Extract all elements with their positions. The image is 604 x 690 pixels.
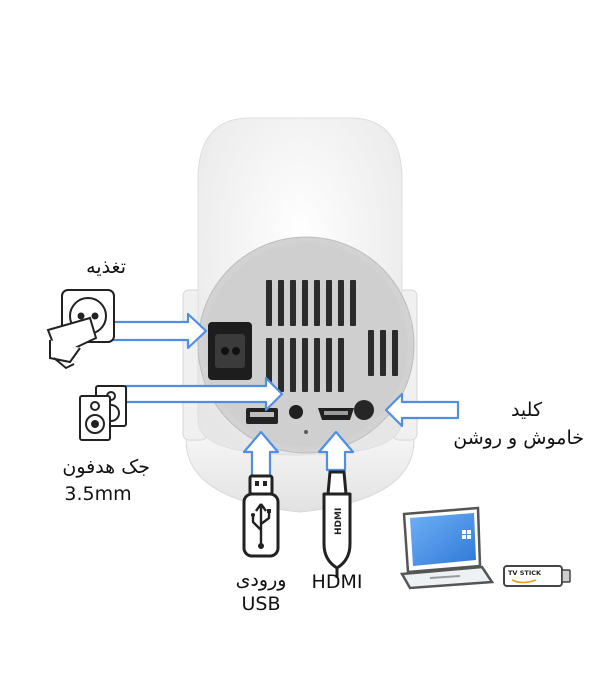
- tv-stick-label: TV STICK: [508, 569, 542, 577]
- usb-plug-icon: [242, 474, 280, 558]
- arrow-audio: [124, 376, 284, 412]
- tv-stick-icon: TV STICK: [503, 565, 571, 587]
- power-socket: [208, 322, 252, 380]
- laptop-icon: [399, 506, 495, 590]
- speakers-icon: [79, 385, 127, 441]
- hdmi-plug-icon: HDMI: [322, 470, 352, 578]
- power-key-desc-label: خاموش و روشن: [453, 427, 584, 449]
- hdmi-plug-label: HDMI: [334, 508, 344, 535]
- hdmi-label: HDMI: [311, 571, 363, 593]
- power-button: [354, 400, 374, 420]
- usb-label: USB: [241, 593, 281, 615]
- wall-socket-icon: [46, 289, 115, 370]
- vent-grille-top: [266, 280, 356, 326]
- power-label: تغذیه: [86, 256, 126, 278]
- audio-jack: [289, 405, 303, 419]
- arrow-hdmi: [317, 430, 355, 472]
- projector: [182, 117, 418, 513]
- hdmi-port: [318, 408, 354, 420]
- usb-input-label: ورودی: [235, 569, 287, 591]
- arrow-power-key: [384, 392, 460, 428]
- power-key-label: کلید: [510, 399, 542, 421]
- arrow-power: [98, 312, 208, 350]
- windows-logo-icon: [462, 530, 471, 539]
- usb-port: [246, 408, 278, 424]
- headphone-jack-size-label: 3.5mm: [64, 483, 132, 505]
- vent-grille-right: [368, 330, 398, 376]
- headphone-jack-label: جک هدفون: [62, 456, 150, 478]
